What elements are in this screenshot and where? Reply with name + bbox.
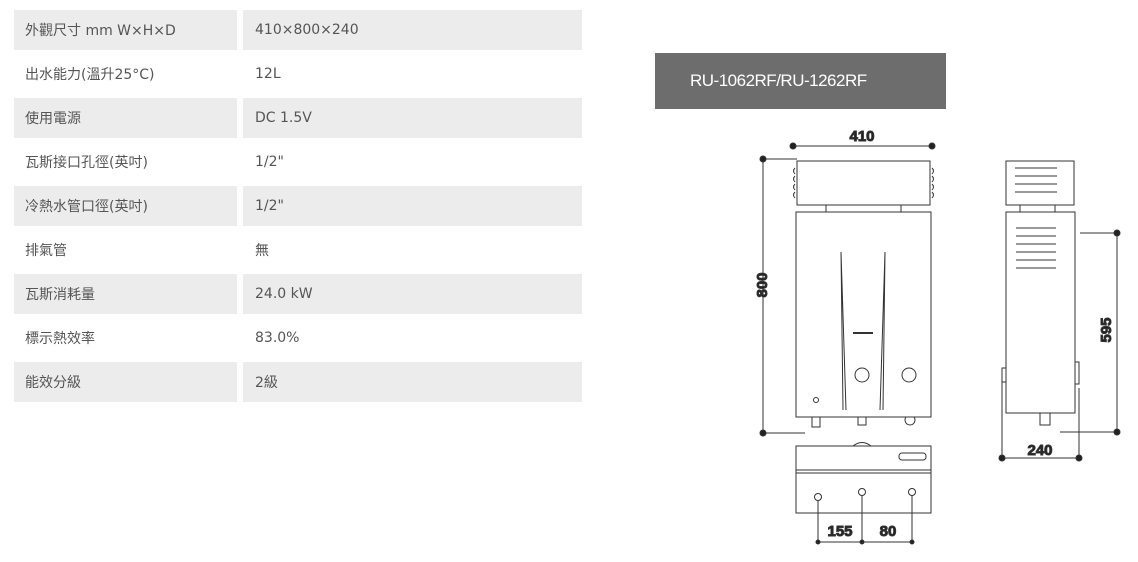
spec-label: 能效分級: [14, 362, 237, 402]
mount-height-dimension-label: 595: [1098, 317, 1115, 342]
pipe-spacing-2-label: 80: [880, 523, 897, 540]
spec-row-efficiency: 標示熱效率 83.0%: [14, 318, 582, 358]
spec-row-output: 出水能力(溫升25°C) 12L: [14, 54, 582, 94]
depth-dimension-label: 240: [1027, 442, 1052, 459]
spec-label: 冷熱水管口徑(英吋): [14, 186, 237, 226]
spec-row-exhaust: 排氣管 無: [14, 230, 582, 270]
spec-value: 83.0%: [255, 330, 300, 346]
front-view: [793, 160, 934, 428]
bottom-body: [795, 445, 932, 514]
spec-value: DC 1.5V: [243, 98, 582, 138]
spec-label: 瓦斯消耗量: [14, 274, 237, 314]
spec-value: 1/2": [243, 186, 582, 226]
spec-label: 出水能力(溫升25°C): [25, 67, 155, 83]
spec-value: 12L: [255, 66, 281, 82]
spec-value: 2級: [243, 362, 582, 402]
height-dimension-label: 800: [754, 272, 771, 297]
side-body: [1005, 211, 1076, 414]
spec-label: 排氣管: [25, 243, 67, 259]
spec-label: 使用電源: [14, 98, 237, 138]
spec-row-gas-inlet: 瓦斯接口孔徑(英吋) 1/2": [14, 142, 582, 182]
model-header: RU-1062RF/RU-1262RF: [655, 53, 946, 109]
spec-label: 標示熱效率: [25, 331, 95, 347]
pipe-spacing-1-label: 155: [827, 523, 852, 540]
bottom-view: [795, 442, 932, 545]
spec-row-water-pipe: 冷熱水管口徑(英吋)1/2": [14, 186, 582, 226]
spec-label: 瓦斯接口孔徑(英吋): [25, 155, 148, 171]
spec-label: 外觀尺寸 mm W×H×D: [14, 10, 237, 50]
front-top-cover: [796, 160, 931, 206]
width-dimension-label: 410: [849, 128, 874, 145]
side-view: [1001, 160, 1080, 426]
spec-value: 無: [255, 243, 269, 259]
spec-value: 24.0 kW: [243, 274, 582, 314]
spec-value: 1/2": [255, 154, 284, 170]
front-body: [795, 211, 932, 418]
spec-value: 410×800×240: [243, 10, 582, 50]
